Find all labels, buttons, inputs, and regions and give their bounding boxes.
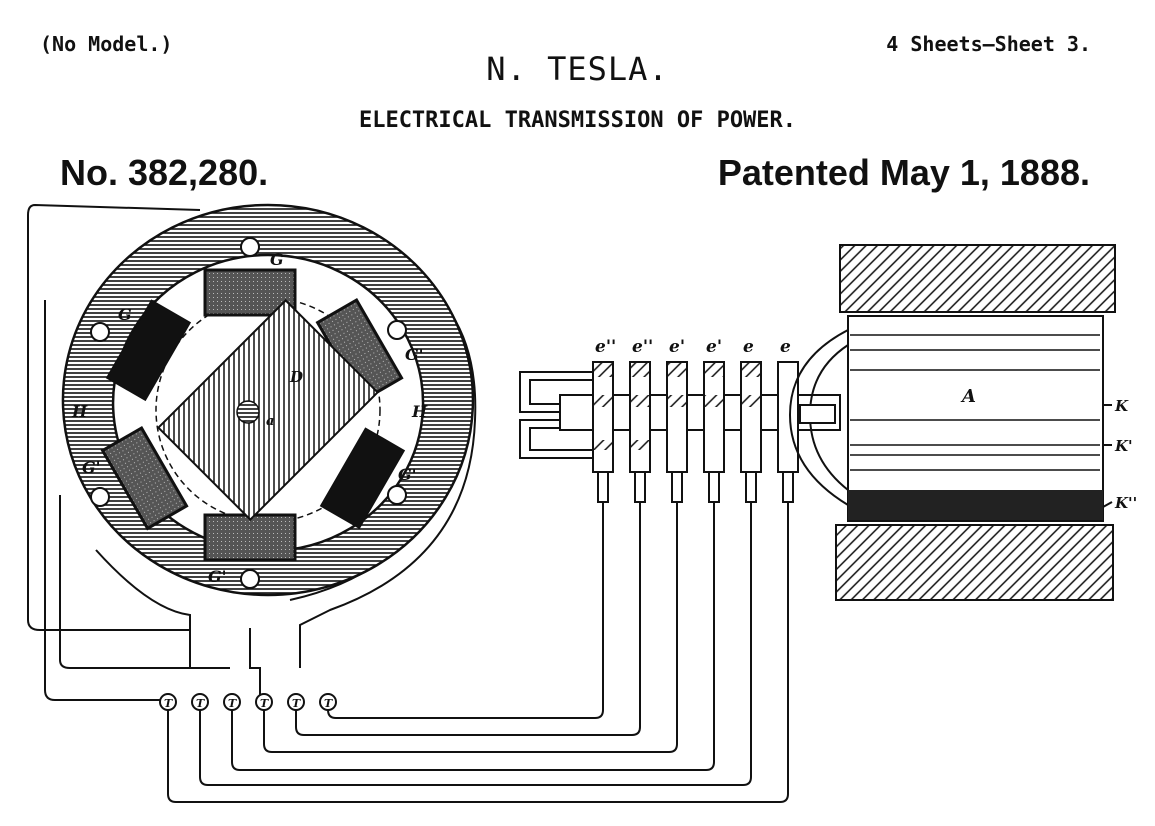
inventor-name: N. TESLA.	[486, 50, 669, 88]
label-pole-upper-right: G'	[405, 345, 424, 364]
slip-ring: e	[777, 337, 799, 503]
armature: A K K' K''	[788, 244, 1137, 601]
model-note: (No Model.)	[40, 32, 173, 56]
patent-date: Patented May 1, 1888.	[717, 152, 1090, 193]
label-k2: K''	[1114, 494, 1137, 512]
label-pole-bottom: G'	[208, 567, 227, 586]
patent-title: ELECTRICAL TRANSMISSION OF POWER.	[358, 108, 797, 133]
label-ring-right: H	[411, 402, 428, 421]
label-pole-top: G	[270, 250, 284, 269]
pole-piece-top	[839, 244, 1116, 313]
label-rotor: D	[289, 368, 303, 386]
bolt-holes	[90, 237, 407, 589]
terminal: T	[255, 693, 273, 711]
label-pole-lower-left: G'	[82, 458, 101, 477]
label-armature: A	[960, 386, 976, 407]
terminal: T	[191, 693, 209, 711]
line-wire	[199, 502, 752, 786]
label-pole-upper-left: G	[118, 305, 132, 324]
label-terminal: T	[164, 697, 173, 710]
pole-coil-bottom	[203, 513, 297, 562]
line-wire	[295, 502, 641, 736]
slip-ring: e''	[592, 337, 616, 503]
label-terminal: T	[292, 697, 301, 710]
line-wire	[327, 502, 604, 719]
label-ring: e'	[669, 337, 685, 357]
patent-number: No. 382,280.	[60, 152, 269, 193]
label-terminal: T	[228, 697, 237, 710]
terminal: T	[159, 693, 177, 711]
label-ring: e	[743, 337, 754, 357]
slip-rings: e'' e'' e' e' e e	[592, 337, 799, 503]
pole-coil-lower-right	[319, 427, 406, 530]
label-ring: e''	[595, 337, 616, 357]
rotor	[156, 298, 380, 522]
line-wire	[231, 502, 715, 771]
label-ring: e''	[632, 337, 653, 357]
label-terminal: T	[324, 697, 333, 710]
line-wire	[167, 502, 789, 803]
label-ring: e	[780, 337, 791, 357]
label-pole-lower-right: G'	[398, 465, 417, 484]
slip-ring: e'	[666, 337, 688, 503]
label-terminal: T	[196, 697, 205, 710]
slip-ring: e''	[629, 337, 653, 503]
label-k: K	[1114, 397, 1129, 415]
label-k1: K'	[1114, 437, 1133, 455]
terminal: T	[319, 693, 337, 711]
terminal: T	[287, 693, 305, 711]
pole-coil-lower-left	[100, 425, 189, 531]
slip-ring: e	[740, 337, 762, 503]
pole-coil-upper-left	[105, 299, 192, 402]
label-ring: e'	[706, 337, 722, 357]
label-terminal: T	[260, 697, 269, 710]
terminal: T	[223, 693, 241, 711]
label-shaft: a	[266, 414, 274, 429]
stator: G G G' G' G' G' H H D a	[61, 203, 475, 597]
pole-piece-bottom	[835, 524, 1114, 601]
line-wire	[263, 502, 678, 753]
shaft	[236, 400, 260, 424]
slip-ring: e'	[703, 337, 725, 503]
label-ring-left: H	[71, 402, 88, 421]
sheet-number: 4 Sheets—Sheet 3.	[886, 32, 1091, 56]
